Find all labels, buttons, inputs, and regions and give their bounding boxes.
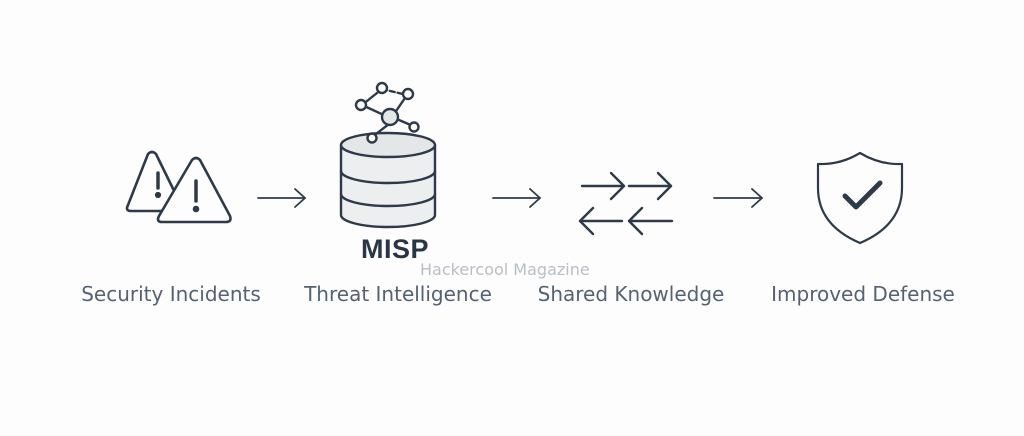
shield-check-icon (816, 151, 904, 245)
warning-triangles-icon (125, 150, 232, 224)
arrow-right-icon (257, 188, 306, 208)
exchange-arrows-icon (578, 171, 674, 236)
arrow-right-icon (713, 188, 763, 208)
step-label-security-incidents: Security Incidents (81, 282, 261, 306)
arrow-right-icon (492, 188, 541, 208)
misp-title: MISP (360, 234, 430, 264)
database-network-icon (339, 81, 437, 229)
step-label-threat-intelligence: Threat Intelligence (304, 282, 492, 306)
watermark: Hackercool Magazine (420, 260, 590, 279)
step-label-improved-defense: Improved Defense (771, 282, 955, 306)
step-label-shared-knowledge: Shared Knowledge (537, 282, 725, 306)
